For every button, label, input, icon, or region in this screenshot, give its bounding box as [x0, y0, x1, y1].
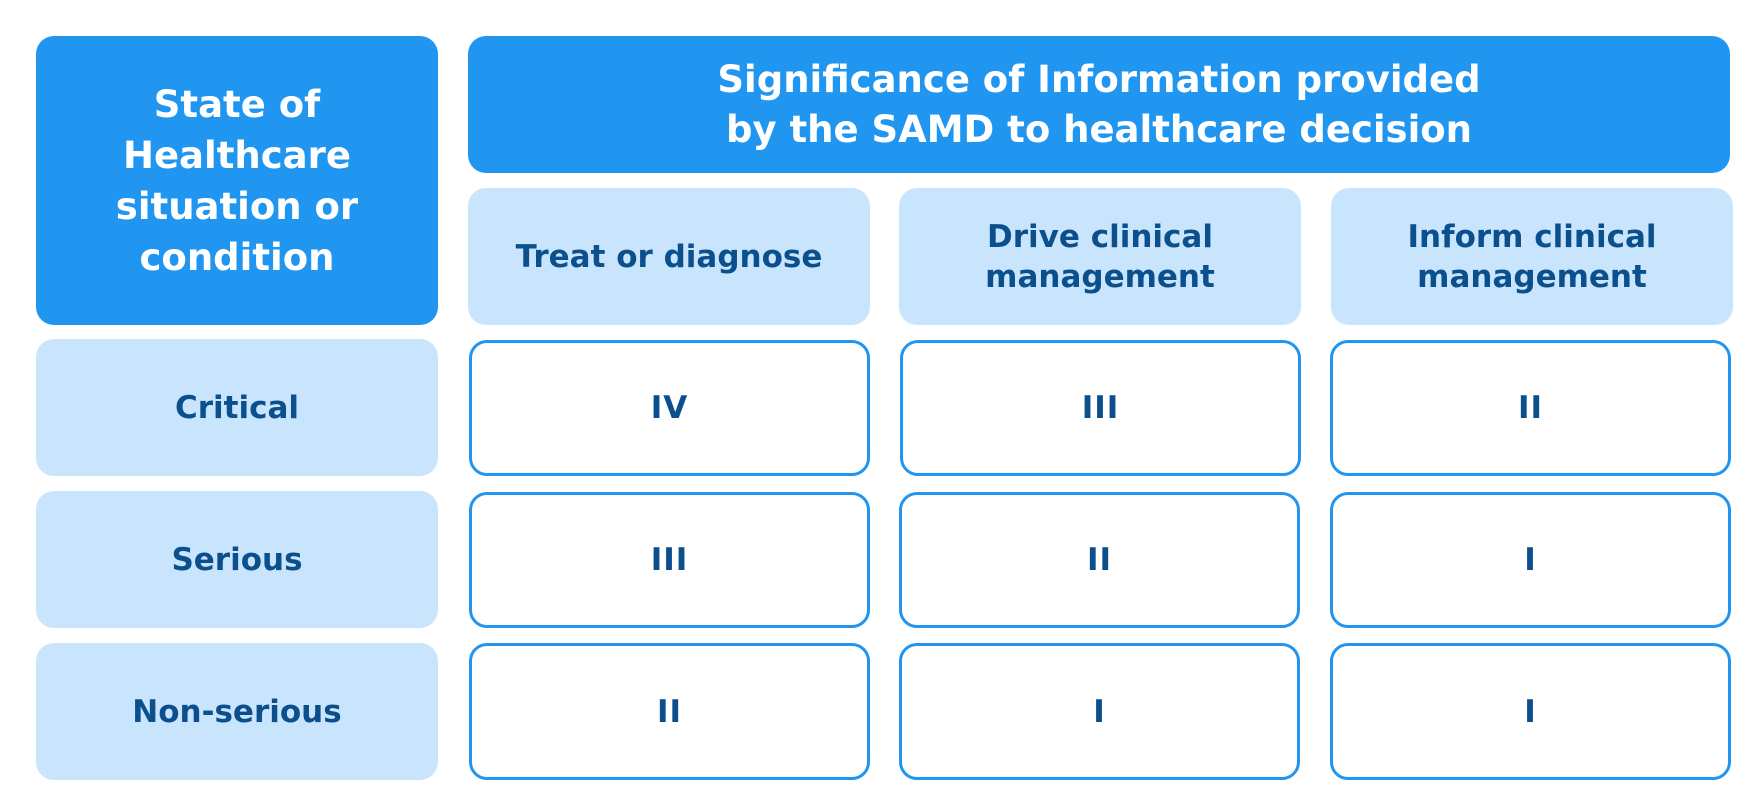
category-cell-serious-treat: III [469, 492, 870, 628]
category-cell-non-serious-drive: I [899, 643, 1300, 780]
corner-header-line: condition [139, 235, 335, 279]
category-cell-non-serious-inform: I [1330, 643, 1731, 780]
column-header-line: management [1417, 258, 1647, 295]
significance-header-line: by the SAMD to healthcare decision [725, 107, 1473, 151]
corner-header-line: State of [153, 82, 321, 126]
row-header-non-serious: Non-serious [36, 643, 438, 780]
column-header-line: management [985, 258, 1215, 295]
category-cell-critical-drive: III [900, 340, 1301, 476]
column-header-line: Treat or diagnose [515, 238, 823, 275]
significance-header-text: Significance of Information provided by … [717, 55, 1480, 155]
corner-header: State of Healthcare situation or conditi… [36, 36, 438, 325]
column-header-line: Inform clinical [1407, 218, 1657, 255]
category-cell-serious-inform: I [1330, 492, 1731, 628]
category-cell-critical-inform: II [1330, 340, 1731, 476]
row-header-critical: Critical [36, 339, 438, 476]
column-header-line: Drive clinical [987, 218, 1213, 255]
corner-header-text: State of Healthcare situation or conditi… [116, 79, 358, 283]
category-cell-non-serious-treat: II [469, 643, 870, 780]
corner-header-line: Healthcare [123, 133, 351, 177]
significance-header: Significance of Information provided by … [468, 36, 1730, 173]
column-header-inform-clinical-management: Inform clinical management [1331, 188, 1733, 325]
column-header-drive-clinical-management: Drive clinical management [899, 188, 1301, 325]
corner-header-line: situation or [115, 184, 359, 228]
category-cell-serious-drive: II [899, 492, 1300, 628]
category-cell-critical-treat: IV [469, 340, 870, 476]
column-header-treat-or-diagnose: Treat or diagnose [468, 188, 870, 325]
row-header-serious: Serious [36, 491, 438, 628]
significance-header-line: Significance of Information provided [717, 57, 1481, 101]
